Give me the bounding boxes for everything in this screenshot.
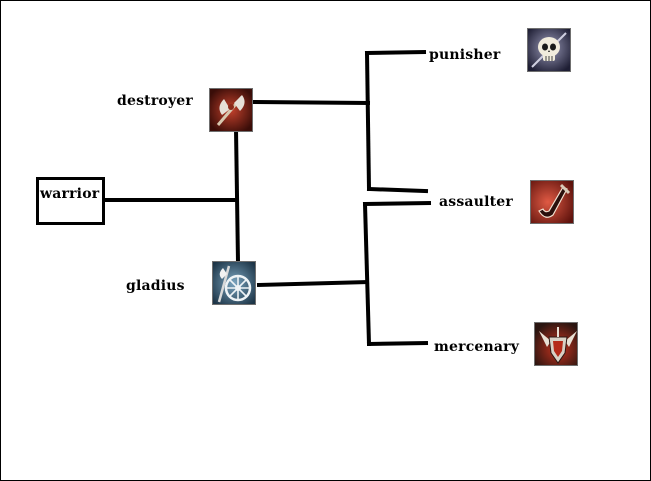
blade-icon [530, 180, 574, 224]
connector-destroyer-branch [252, 99, 371, 106]
winged-crest-icon [534, 322, 578, 366]
warrior-node: warrior [36, 177, 105, 225]
punisher-label: punisher [429, 47, 501, 63]
gladius-label: gladius [126, 278, 185, 294]
connector-assaulter-upper [366, 186, 429, 194]
connector-assaulter-lower [362, 200, 432, 207]
connector-destroyer-split [364, 50, 372, 192]
connector-mercenary [366, 340, 429, 347]
connector-gladius-split [362, 201, 372, 347]
mercenary-label: mercenary [434, 339, 520, 355]
warrior-label: warrior [40, 186, 100, 202]
connector-punisher [364, 49, 427, 56]
axe-wheel-icon [212, 261, 256, 305]
connector-class-trunk [233, 126, 241, 265]
assaulter-label: assaulter [439, 194, 513, 210]
axe-icon [209, 88, 253, 132]
destroyer-label: destroyer [117, 93, 193, 109]
skull-icon [527, 28, 571, 72]
connector-gladius-branch [256, 279, 370, 288]
